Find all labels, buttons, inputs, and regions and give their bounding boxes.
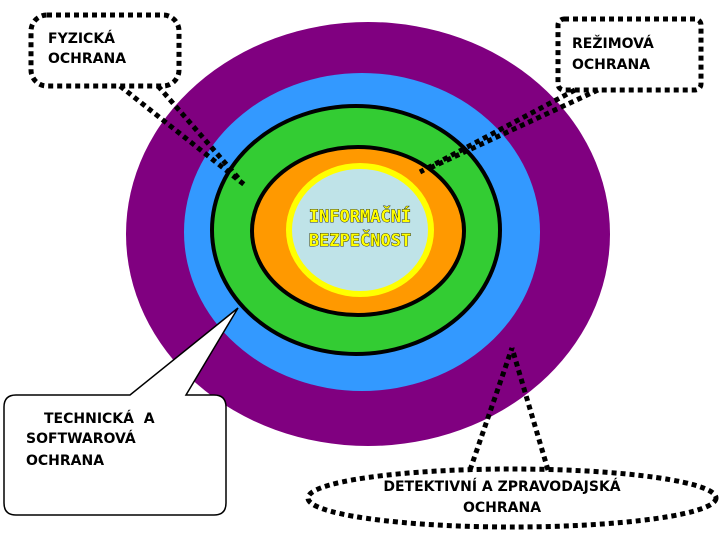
callout-physical-line-2: OCHRANA — [48, 51, 126, 67]
core-circle — [292, 169, 428, 291]
callout-detective-line-2: OCHRANA — [463, 500, 541, 516]
callout-regime: REŽIMOVÁ OCHRANA — [418, 16, 704, 175]
callout-detective: DETEKTIVNÍ A ZPRAVODAJSKÁ OCHRANA — [305, 347, 719, 530]
callout-physical-line-1: FYZICKÁ — [48, 30, 115, 47]
callout-physical: FYZICKÁ OCHRANA — [28, 12, 248, 188]
callout-regime-line-1: REŽIMOVÁ — [572, 35, 654, 52]
callout-technical-line-3: OCHRANA — [26, 453, 104, 469]
callout-technical-line-1: TECHNICKÁ A — [44, 410, 155, 427]
callout-technical-line-2: SOFTWAROVÁ — [26, 430, 136, 447]
center-label-line-1: INFORMAČNÍ — [309, 205, 411, 227]
callout-detective-line-1: DETEKTIVNÍ A ZPRAVODAJSKÁ — [383, 478, 620, 495]
callout-regime-line-2: OCHRANA — [572, 57, 650, 73]
center-label-line-2: BEZPEČNOST — [309, 229, 411, 251]
callout-technical: TECHNICKÁ A SOFTWAROVÁ OCHRANA — [3, 307, 239, 516]
